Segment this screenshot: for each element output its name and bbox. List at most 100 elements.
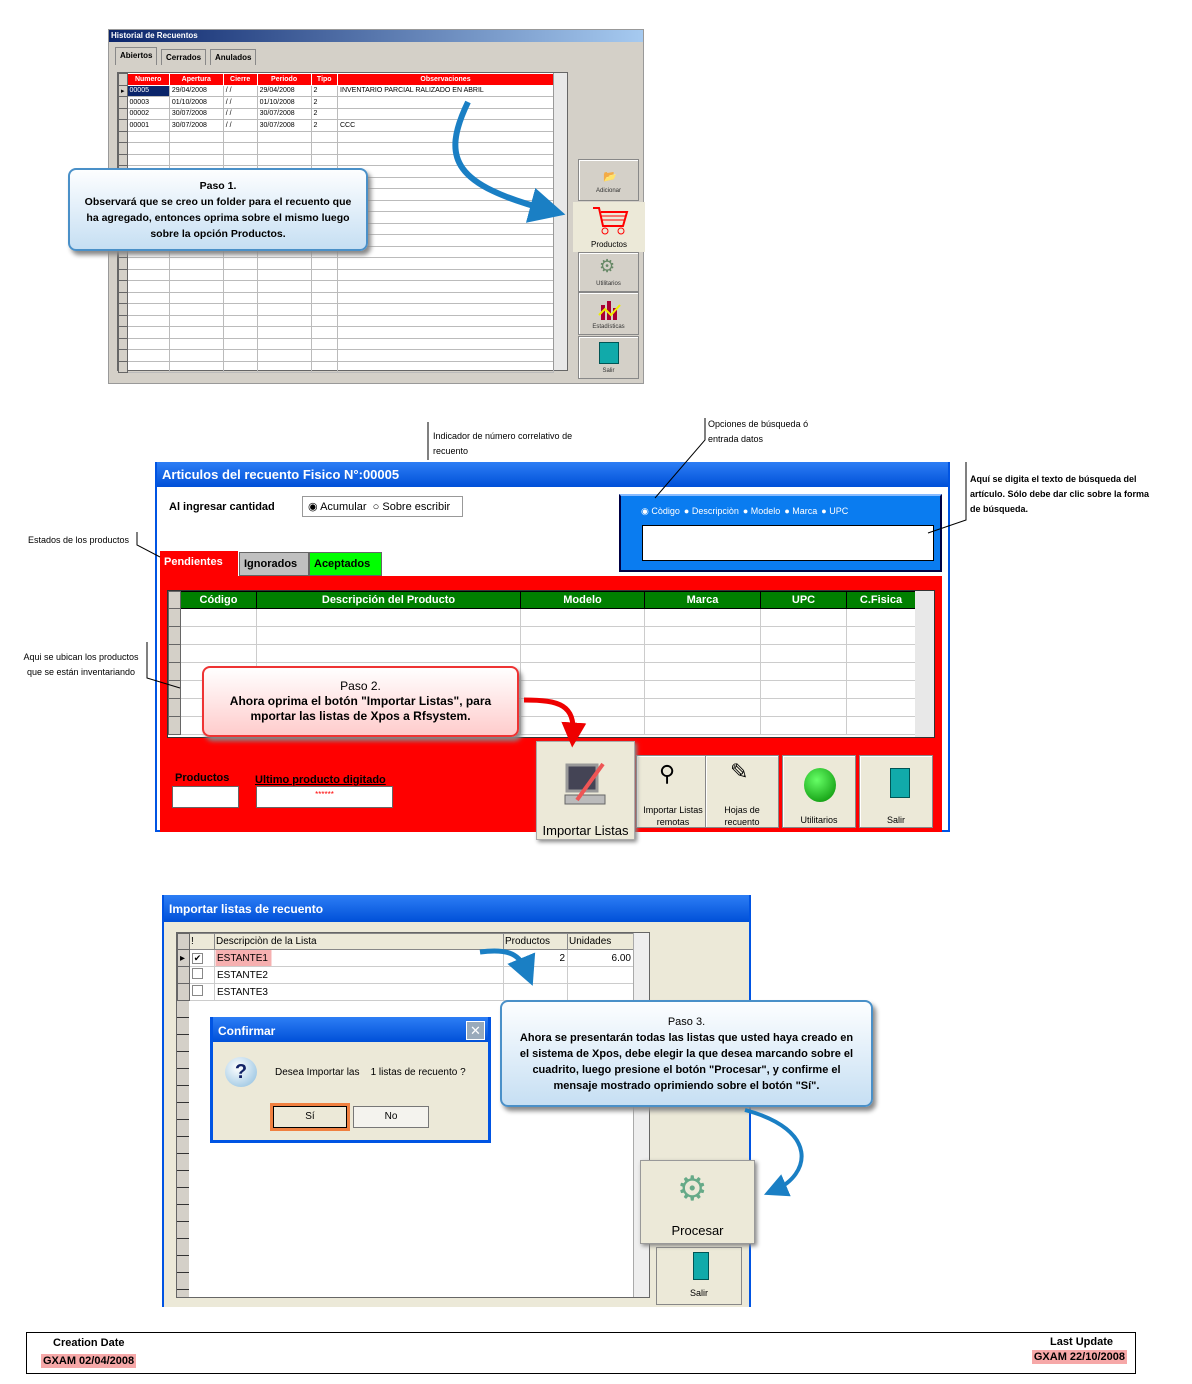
col-descripcion[interactable]: Descripción del Producto xyxy=(256,591,521,609)
cell xyxy=(310,280,339,293)
col-upc[interactable]: UPC xyxy=(760,591,847,609)
utilitarios-button[interactable]: ⚙Utilitarios xyxy=(578,252,639,292)
yes-button[interactable]: Sí xyxy=(273,1106,347,1128)
row-indicator xyxy=(118,142,128,155)
cell xyxy=(222,349,258,362)
col-descripcion[interactable]: Descripciòn de la Lista xyxy=(214,933,504,950)
table-row[interactable] xyxy=(118,314,554,327)
cell: 29/04/2008 xyxy=(256,84,312,97)
tab-abiertos[interactable]: Abiertos xyxy=(115,47,158,65)
table-row[interactable] xyxy=(118,326,554,339)
adicionar-button[interactable]: 📂Adicionar xyxy=(578,159,639,201)
importar-listas-button[interactable]: Importar Listas xyxy=(536,741,635,840)
close-icon[interactable]: ✕ xyxy=(466,1021,485,1040)
col-cierre[interactable]: Cierre xyxy=(222,73,258,86)
scrollbar[interactable] xyxy=(553,73,567,370)
radio-acumular[interactable]: ◉ Acumular xyxy=(308,501,367,513)
tab-ignorados[interactable]: Ignorados xyxy=(239,552,309,576)
tab-pendientes[interactable]: Pendientes xyxy=(160,551,238,576)
search-option-radio[interactable]: ● Descripciòn xyxy=(683,506,739,516)
cell xyxy=(310,360,339,373)
table-row[interactable] xyxy=(118,303,554,316)
row-indicator xyxy=(177,983,190,1001)
row-indicator xyxy=(118,326,128,339)
search-option-radio[interactable]: ● Modelo xyxy=(742,506,781,516)
cell xyxy=(337,291,554,304)
gears-icon: ⚙ xyxy=(599,256,616,276)
no-button[interactable]: No xyxy=(353,1106,429,1128)
last-update-value: GXAM 22/10/2008 xyxy=(1031,1350,1127,1364)
utilitarios-button[interactable]: Utilitarios xyxy=(782,755,856,828)
cell: 30/07/2008 xyxy=(168,107,224,120)
table-row[interactable] xyxy=(118,349,554,362)
col-unidades[interactable]: Unidades xyxy=(567,933,634,950)
table-row[interactable] xyxy=(118,291,554,304)
row-indicator xyxy=(177,966,190,984)
table-row[interactable] xyxy=(118,280,554,293)
table-row[interactable] xyxy=(118,337,554,350)
row-checkbox[interactable] xyxy=(189,983,215,1001)
tab-anulados[interactable]: Anulados xyxy=(210,49,257,65)
cell xyxy=(222,142,258,155)
row-checkbox[interactable] xyxy=(189,966,215,984)
row-indicator xyxy=(118,280,128,293)
salir-button[interactable]: Salir xyxy=(578,336,639,379)
col-tipo[interactable]: Tipo xyxy=(310,73,339,86)
row-indicator xyxy=(118,291,128,304)
label: Adicionar xyxy=(595,188,621,194)
col-observaciones[interactable]: Observaciones xyxy=(337,73,554,86)
cell xyxy=(337,280,554,293)
cell xyxy=(256,303,312,316)
table-row[interactable] xyxy=(118,257,554,270)
table-row[interactable] xyxy=(118,142,554,155)
procesar-button[interactable]: ⚙Procesar xyxy=(640,1160,755,1244)
cell xyxy=(337,360,554,373)
hojas-recuento-button[interactable]: ✎Hojas de recuento xyxy=(705,755,779,828)
importar-remotas-button[interactable]: ⚲Importar Listas remotas xyxy=(636,755,710,828)
cell xyxy=(168,291,224,304)
last-update-label: Last Update xyxy=(1050,1336,1113,1348)
tab-aceptados[interactable]: Aceptados xyxy=(309,552,382,576)
col-apertura[interactable]: Apertura xyxy=(168,73,224,86)
search-option-radio[interactable]: ● Marca xyxy=(784,506,818,516)
col-marca[interactable]: Marca xyxy=(644,591,761,609)
search-option-radio[interactable]: ◉ Còdigo xyxy=(641,506,680,516)
search-option-radio[interactable]: ● UPC xyxy=(821,506,849,516)
cell xyxy=(168,130,224,143)
cell xyxy=(222,360,258,373)
table-row[interactable]: ESTANTE2 xyxy=(177,966,634,984)
table-row[interactable] xyxy=(118,360,554,373)
cell xyxy=(168,360,224,373)
col-periodo[interactable]: Periodo xyxy=(256,73,312,86)
callout-title: Paso 1. xyxy=(199,179,237,192)
row-checkbox[interactable]: ✔ xyxy=(189,949,215,967)
col-productos[interactable]: Productos xyxy=(503,933,568,950)
label: Salir xyxy=(689,1288,708,1298)
tab-cerrados[interactable]: Cerrados xyxy=(161,49,207,65)
col-codigo[interactable]: Código xyxy=(180,591,257,609)
col-numero[interactable]: Numero xyxy=(126,73,170,86)
scrollbar[interactable] xyxy=(915,591,934,737)
lista-name: ESTANTE1 xyxy=(214,949,504,967)
salir-button[interactable]: Salir xyxy=(656,1247,742,1305)
table-row[interactable] xyxy=(118,268,554,281)
table-row xyxy=(168,644,916,663)
label: Estadísticas xyxy=(592,324,625,330)
table-row[interactable]: ESTANTE3 xyxy=(177,983,634,1001)
label: Hojas de recuento xyxy=(724,805,760,827)
salir-button[interactable]: Salir xyxy=(859,755,933,828)
col-modelo[interactable]: Modelo xyxy=(520,591,645,609)
col-cfisica[interactable]: C.Fisica xyxy=(846,591,916,609)
table-row[interactable] xyxy=(118,130,554,143)
search-input[interactable] xyxy=(642,525,934,561)
cell xyxy=(126,268,170,281)
productos-button[interactable]: Productos xyxy=(573,202,645,252)
radio-sobre-escribir[interactable]: ○ Sobre escribir xyxy=(372,501,451,513)
estadisticas-button[interactable]: Estadísticas xyxy=(578,292,639,335)
table-row[interactable] xyxy=(118,153,554,166)
